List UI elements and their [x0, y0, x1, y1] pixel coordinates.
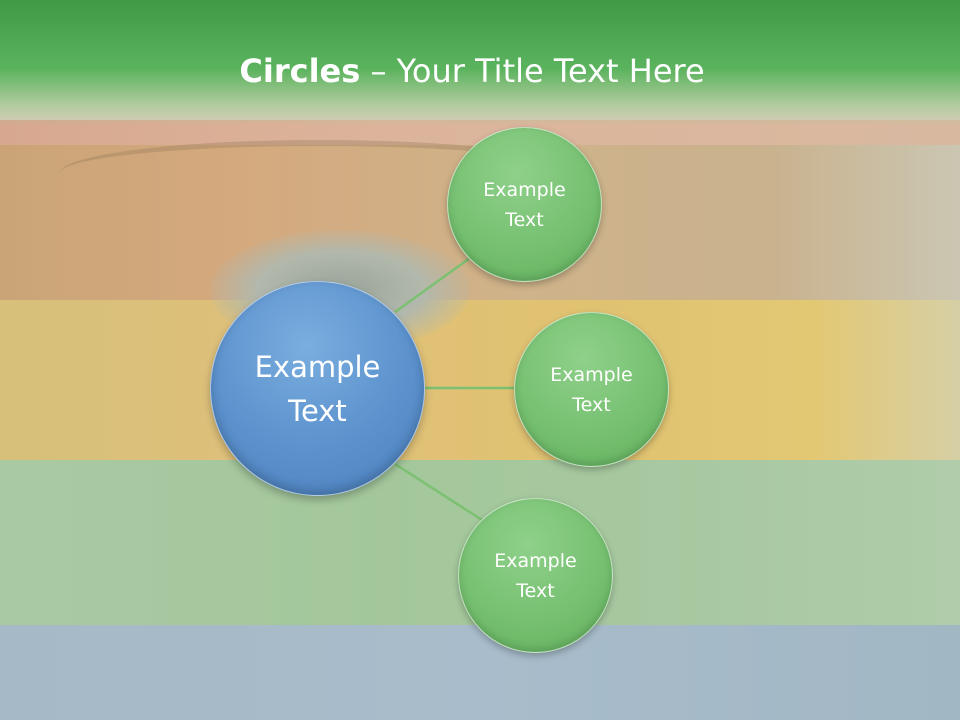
connector-line-3 — [394, 462, 483, 522]
center-circle-line1: Example — [254, 349, 381, 384]
satellite-circle-1-line2: Text — [505, 208, 544, 231]
page-title: Circles – Your Title Text Here — [0, 52, 944, 90]
satellite-circle-2-line1: Example — [550, 363, 633, 386]
title-bar — [0, 0, 960, 125]
satellite-circle-2-line2: Text — [572, 393, 611, 416]
title-rest: – Your Title Text Here — [360, 52, 705, 90]
satellite-circle-3-line2: Text — [516, 579, 555, 602]
center-circle-line2: Text — [288, 393, 347, 428]
connector-line-1 — [394, 256, 471, 314]
center-circle[interactable]: Example Text — [210, 281, 425, 496]
satellite-circle-3-line1: Example — [494, 549, 577, 572]
satellite-circle-1-line1: Example — [483, 178, 566, 201]
satellite-circle-1[interactable]: Example Text — [447, 127, 602, 282]
title-bold: Circles — [239, 52, 361, 90]
satellite-circle-3[interactable]: Example Text — [458, 498, 613, 653]
satellite-circle-2[interactable]: Example Text — [514, 312, 669, 467]
